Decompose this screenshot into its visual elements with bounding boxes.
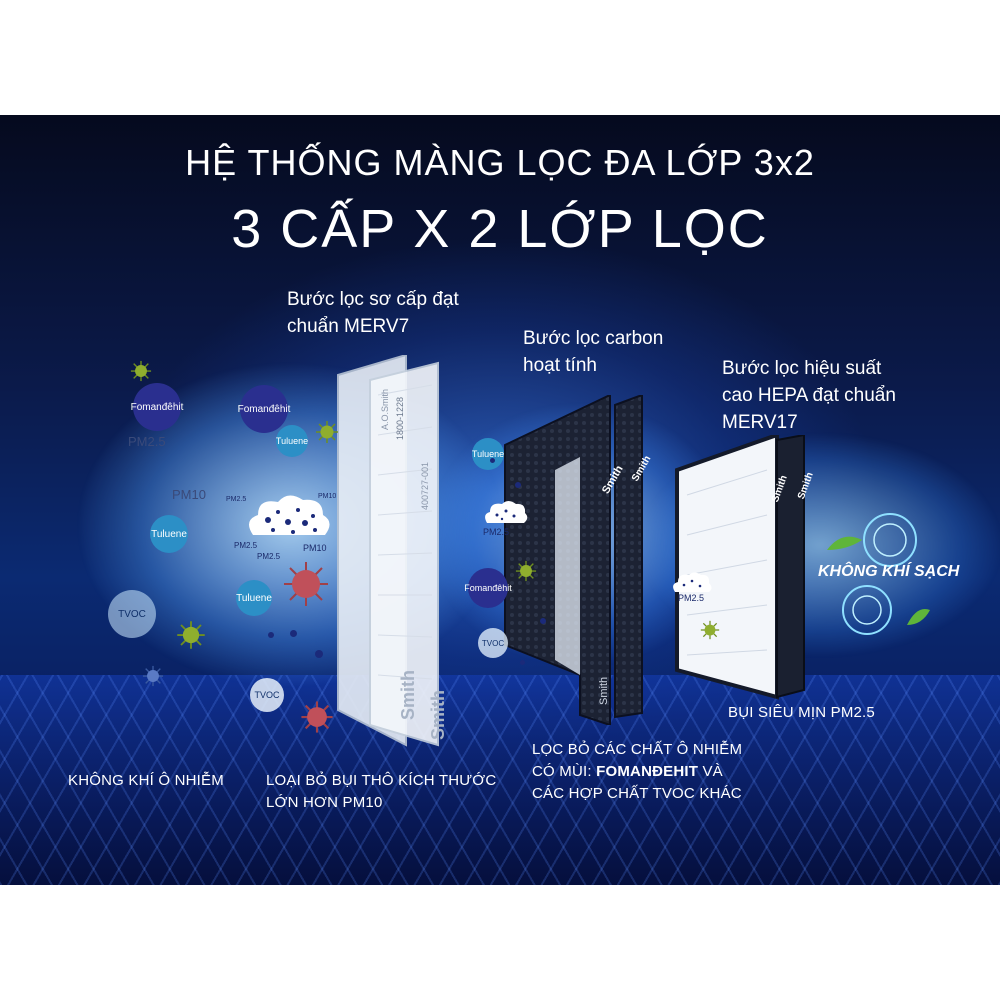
particle-dot bbox=[515, 482, 521, 488]
poster-headline: 3 CẤP X 2 LỚP LỌC bbox=[231, 199, 769, 259]
pm25-label: PM2.5 bbox=[128, 434, 166, 449]
stage-2-title: Bước lọc carbon hoạt tính bbox=[523, 328, 664, 376]
virus-icon bbox=[301, 701, 333, 733]
particle-dot bbox=[490, 458, 495, 463]
tvoc-bubble: TVOC bbox=[250, 678, 284, 712]
filter-logo-print: Smith bbox=[398, 669, 418, 720]
formaldehyde-bubble: Fomanđêhit bbox=[131, 383, 183, 431]
toluene-bubble: Tuluene bbox=[472, 438, 504, 470]
merv7-filter bbox=[337, 355, 439, 747]
particle-dot bbox=[540, 618, 546, 624]
toluene-bubble: Tuluene bbox=[276, 425, 308, 457]
germ-icon bbox=[515, 560, 537, 582]
particle-dot bbox=[520, 660, 525, 665]
carbon-filter-logo: Smith bbox=[598, 676, 610, 705]
dust-cloud bbox=[249, 495, 330, 535]
poster-title: HỆ THỐNG MÀNG LỌC ĐA LỚP 3x2 bbox=[185, 142, 815, 183]
stage-1-caption: LOẠI BỎ BỤI THÔ KÍCH THƯỚC LỚN HƠN PM10 bbox=[266, 772, 497, 811]
hexagon-floor bbox=[0, 675, 1000, 885]
toluene-bubble: Tuluene bbox=[236, 580, 272, 616]
hepa-filter bbox=[675, 435, 805, 700]
tvoc-bubble: TVOC bbox=[108, 590, 156, 638]
germ-icon bbox=[177, 621, 205, 649]
pm25-label: PM2.5 bbox=[257, 552, 281, 561]
toluene-bubble: Tuluene bbox=[150, 515, 188, 553]
pm25-label: PM2.5 bbox=[226, 496, 247, 503]
polluted-air-caption: KHÔNG KHÍ Ô NHIỄM bbox=[68, 772, 224, 789]
tvoc-bubble: TVOC bbox=[478, 628, 508, 658]
pm25-label: PM2.5 bbox=[234, 541, 258, 550]
particle-dot bbox=[290, 630, 297, 637]
germ-icon bbox=[130, 360, 152, 382]
germ-icon bbox=[700, 620, 720, 640]
clean-air-swirl-icon bbox=[827, 513, 930, 635]
filter-code-print: 1800-1228 bbox=[395, 396, 405, 440]
filter-brand-print: A.O.Smith bbox=[380, 388, 390, 430]
pm10-label: PM10 bbox=[172, 487, 206, 502]
particle-dot bbox=[315, 650, 323, 658]
stage-3-title: Bước lọc hiệu suất cao HEPA đạt chuẩn ME… bbox=[722, 358, 896, 433]
pm25-label: PM2.5 bbox=[483, 527, 510, 537]
germ-icon bbox=[142, 665, 164, 687]
germ-icon bbox=[316, 421, 338, 443]
pm25-label: PM2.5 bbox=[678, 593, 705, 603]
stage-1-title: Bước lọc sơ cấp đạt chuẩn MERV7 bbox=[287, 289, 459, 337]
particle-dot bbox=[268, 632, 274, 638]
formaldehyde-bubble: Fomanđêhit bbox=[238, 385, 290, 433]
formaldehyde-bubble: Fomanđêhit bbox=[464, 568, 512, 608]
dust-cloud bbox=[673, 572, 712, 592]
clean-air-label: KHÔNG KHÍ SẠCH bbox=[818, 563, 960, 580]
dust-cloud bbox=[485, 501, 528, 523]
stage-2-caption: LỌC BỎ CÁC CHẤT Ô NHIỄM CÓ MÙI: FOMANĐEH… bbox=[532, 741, 743, 802]
filter-model-print: 400727-001 bbox=[420, 461, 430, 510]
virus-icon bbox=[284, 562, 328, 606]
stage-3-caption: BỤI SIÊU MỊN PM2.5 bbox=[728, 704, 875, 721]
filter-logo-print: Smith bbox=[428, 689, 448, 740]
pm10-label: PM10 bbox=[303, 543, 327, 553]
pm10-label: PM10 bbox=[318, 493, 337, 500]
